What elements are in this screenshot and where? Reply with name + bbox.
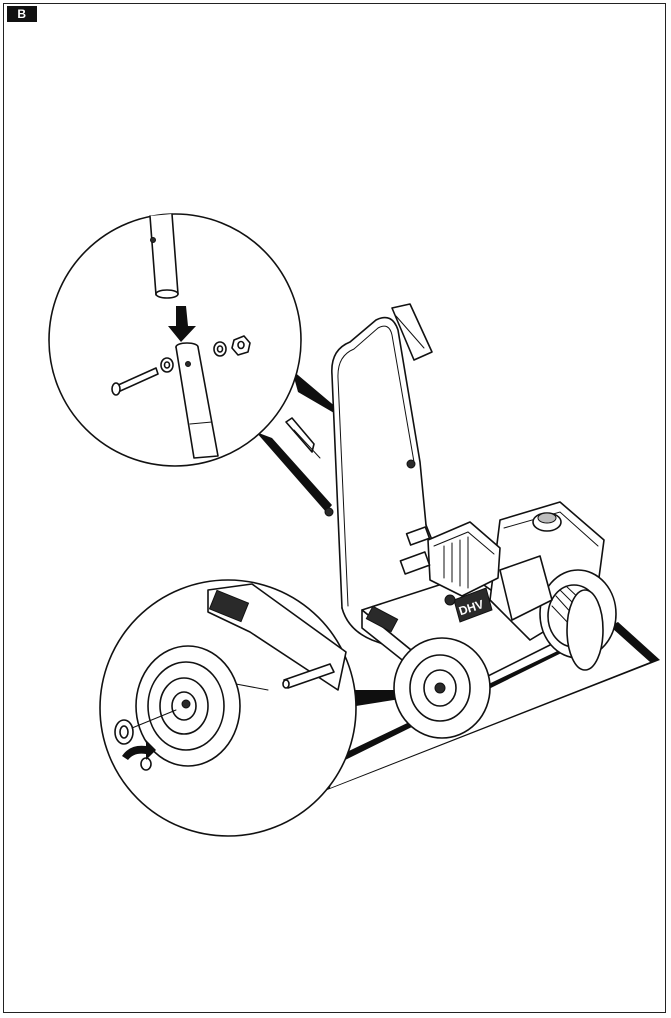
main-wheel-front [393,637,491,739]
main-wheel-rear [566,589,604,671]
pump [399,521,501,606]
callout-wedge-upper-left [256,432,332,512]
rotate-arrow-icon [122,740,156,760]
detail-circle-wheel [99,579,357,837]
section-badge: B [7,6,37,22]
detail-circle-handle [48,213,302,467]
down-arrow-icon [168,306,196,342]
